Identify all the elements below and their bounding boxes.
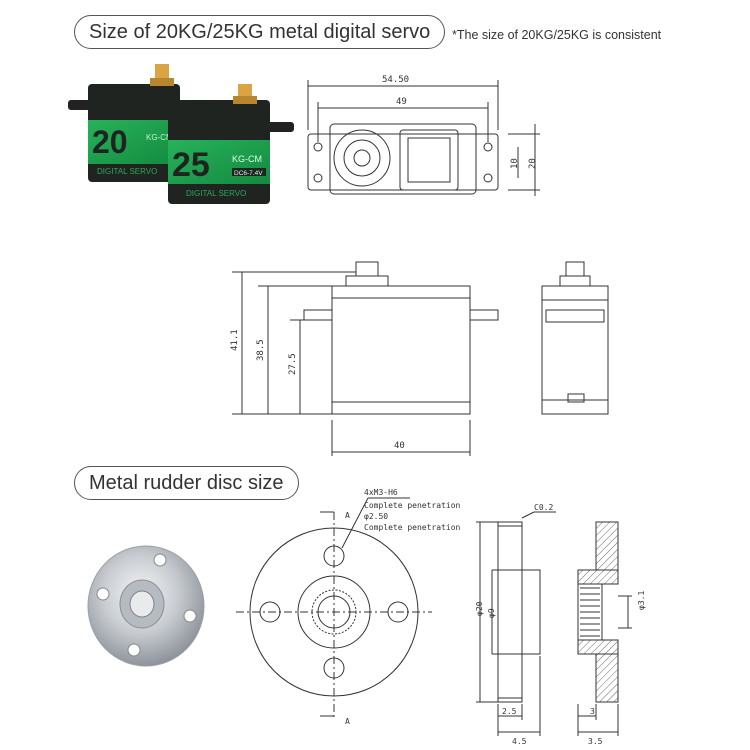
size-consistency-note: *The size of 20KG/25KG is consistent bbox=[452, 28, 662, 42]
disc-callout-penetration-2: Complete penetration bbox=[364, 523, 461, 532]
servo-20-number: 20 bbox=[92, 124, 128, 160]
disc-callout-holes: 4xM3-H6 bbox=[364, 488, 398, 497]
dim-inner: 10 bbox=[510, 158, 520, 169]
dim-overall-width: 54.50 bbox=[382, 75, 409, 85]
servo-top-view bbox=[307, 80, 540, 196]
section-title-servo-size: Size of 20KG/25KG metal digital servo bbox=[74, 15, 446, 49]
dim-spline: φ3.1 bbox=[637, 591, 646, 610]
disc-callout-penetration-1: Complete penetration bbox=[364, 501, 461, 510]
dim-height-body: 38.5 bbox=[256, 339, 266, 361]
dim-chamfer: C0.2 bbox=[534, 503, 553, 512]
servo-side-view bbox=[232, 261, 499, 456]
section-mark-bottom: A bbox=[345, 717, 350, 726]
dim-section-total: 3.5 bbox=[588, 737, 603, 746]
section-title-rudder-disc: Metal rudder disc size bbox=[74, 466, 299, 500]
dim-disc-thick-total: 4.5 bbox=[512, 737, 527, 746]
dim-disc-hub: φ9 bbox=[487, 608, 496, 618]
dim-height-flange: 27.5 bbox=[288, 353, 298, 375]
dim-disc-thick-hub: 2.5 bbox=[502, 707, 517, 716]
disc-front-view bbox=[236, 497, 432, 720]
disc-side-view bbox=[476, 511, 556, 736]
dim-hole-span: 49 bbox=[396, 97, 407, 107]
dim-height-total: 41.1 bbox=[230, 329, 240, 351]
dim-length: 40 bbox=[394, 441, 405, 451]
servo-25-number: 25 bbox=[172, 146, 210, 184]
servo-25-voltage: DC6-7.4V bbox=[234, 170, 263, 177]
servo-end-view bbox=[541, 261, 609, 415]
servo-25-unit: KG-CM bbox=[232, 154, 262, 164]
metal-disc-photo bbox=[87, 545, 205, 667]
disc-callout-bore: φ2.50 bbox=[364, 512, 388, 521]
servo-25-tag: DIGITAL SERVO bbox=[186, 189, 246, 198]
dim-section-depth: 3 bbox=[590, 707, 595, 716]
servo-20-unit: KG-CM bbox=[146, 133, 173, 142]
section-mark-top: A bbox=[345, 511, 350, 520]
dim-disc-outer: φ20 bbox=[475, 601, 484, 616]
servo-20-tag: DIGITAL SERVO bbox=[97, 167, 157, 176]
servo-photo-25kg: 25 KG-CM DC6-7.4V DIGITAL SERVO bbox=[168, 84, 294, 204]
servo-photo-20kg: 20 KG-CM DIGITAL SERVO bbox=[68, 64, 180, 182]
dim-width: 20 bbox=[528, 158, 538, 169]
disc-section-view bbox=[577, 521, 632, 736]
